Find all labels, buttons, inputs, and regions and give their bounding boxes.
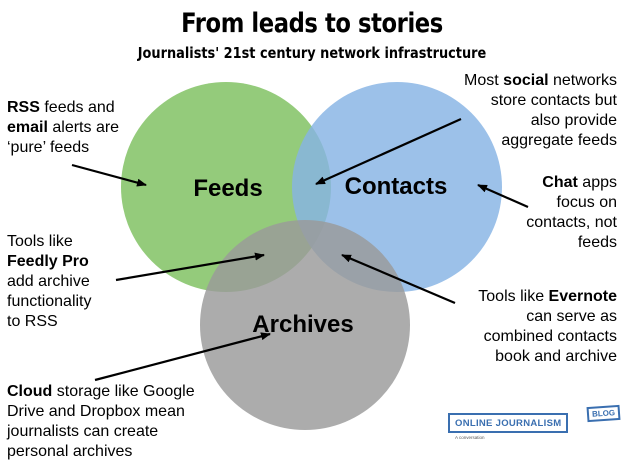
note-rss: RSS feeds and email alerts are ‘pure’ fe…: [7, 98, 119, 158]
logo-badge: BLOG: [586, 404, 621, 423]
arrow-feedly: [115, 252, 265, 282]
note-social-strong: social: [503, 72, 549, 89]
arrow-chat: [477, 183, 529, 209]
feeds-label: Feeds: [193, 175, 262, 202]
note-social-text3: store contacts but: [490, 92, 617, 109]
note-feedly-text4: to RSS: [7, 313, 58, 330]
note-rss-text2: alerts are: [47, 119, 120, 136]
note-feedly-text2: add archive: [7, 273, 90, 290]
diagram-subtitle: Journalists' 21st century network infras…: [137, 44, 487, 62]
note-cloud-text2: Drive and Dropbox mean: [7, 403, 185, 420]
note-cloud-text4: personal archives: [7, 443, 133, 460]
note-rss-strong1: RSS: [7, 99, 40, 116]
diagram-title: From leads to stories: [181, 8, 443, 39]
note-cloud-text3: journalists can create: [7, 423, 159, 440]
note-feedly-text3: functionality: [7, 293, 92, 310]
note-chat-text1: apps: [577, 174, 617, 191]
note-cloud-strong: Cloud: [7, 383, 53, 400]
archives-circle: [200, 220, 410, 430]
arrow-rss: [71, 163, 147, 187]
note-evernote-text2: can serve as: [526, 308, 617, 325]
note-rss-text1: feeds and: [39, 99, 115, 116]
online-journalism-logo: ONLINE JOURNALISM BLOG A conversation: [448, 404, 621, 440]
contacts-label: Contacts: [345, 173, 448, 200]
note-evernote-text3: combined contacts: [483, 328, 617, 345]
note-evernote-text1: Tools like: [478, 288, 549, 305]
note-cloud: Cloud storage like Google Drive and Drop…: [7, 382, 195, 462]
note-social-text2: networks: [548, 72, 617, 89]
note-evernote-strong: Evernote: [548, 288, 617, 305]
note-chat-text4: feeds: [577, 234, 617, 251]
note-chat: Chat apps focus on contacts, not feeds: [507, 173, 617, 253]
note-rss-text3: ‘pure’ feeds: [7, 139, 90, 156]
note-evernote-text4: book and archive: [495, 348, 617, 365]
note-chat-strong: Chat: [542, 174, 578, 191]
note-social-text4: also provide: [530, 112, 617, 129]
logo-tagline: A conversation: [455, 435, 485, 440]
note-social-text5: aggregate feeds: [501, 132, 617, 149]
note-feedly-text1: Tools like: [7, 233, 73, 250]
note-social-text1: Most: [464, 72, 504, 89]
arrow-evernote: [341, 253, 456, 305]
note-chat-text2: focus on: [556, 194, 617, 211]
arrow-cloud: [94, 332, 271, 382]
note-social: Most social networks store contacts but …: [417, 71, 617, 151]
note-chat-text3: contacts, not: [526, 214, 617, 231]
note-cloud-text1: storage like Google: [52, 383, 195, 400]
logo-name: ONLINE JOURNALISM: [448, 413, 569, 433]
note-rss-strong2: email: [7, 119, 48, 136]
note-evernote: Tools like Evernote can serve as combine…: [417, 287, 617, 367]
note-feedly: Tools like Feedly Pro add archive functi…: [7, 232, 92, 332]
note-feedly-strong: Feedly Pro: [7, 253, 89, 270]
arrow-social: [315, 117, 462, 186]
